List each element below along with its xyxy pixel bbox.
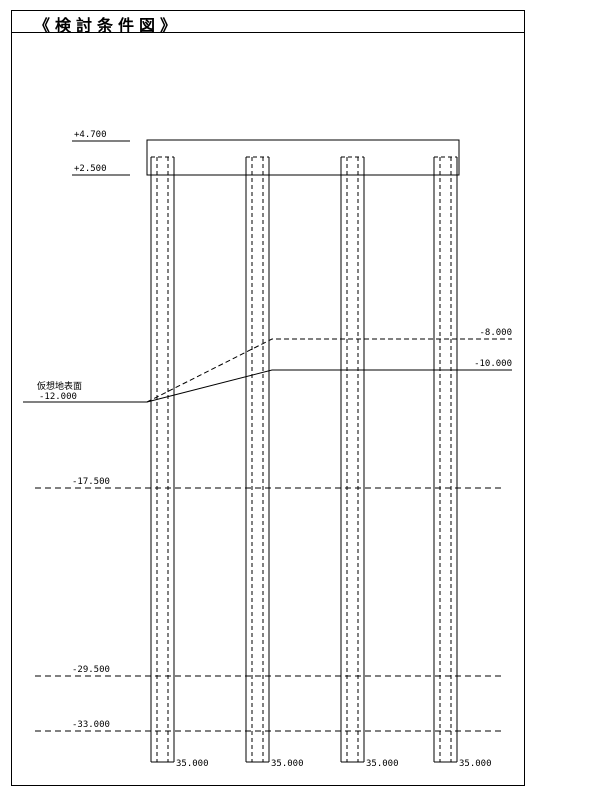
label-pile-tip-4: 35.000	[459, 759, 492, 769]
title-bar: 《検討条件図》	[12, 11, 524, 35]
pile-2	[245, 156, 270, 763]
label-top-level: +4.700	[74, 130, 107, 140]
pile-1	[150, 156, 175, 763]
label-pile-tip-3: 35.000	[366, 759, 399, 769]
label-layer-2: -29.500	[72, 665, 110, 675]
ground-line-dashed-upper	[146, 338, 512, 403]
label-layer-1: -17.500	[72, 477, 110, 487]
drawing-sheet: 《検討条件図》	[11, 10, 525, 786]
label-virtual-ground-level: -12.000	[39, 392, 77, 402]
label-pile-tip-2: 35.000	[271, 759, 304, 769]
label-upper-solid-level: -10.000	[474, 359, 512, 369]
ground-line-solid-upper	[146, 369, 512, 403]
label-upper-dashed-level: -8.000	[479, 328, 512, 338]
label-virtual-ground-name: 仮想地表面	[37, 380, 82, 392]
pile-3	[340, 156, 365, 763]
label-layer-3: -33.000	[72, 720, 110, 730]
pile-cap	[146, 139, 460, 176]
drawing-title: 《検討条件図》	[34, 16, 182, 35]
label-pile-tip-1: 35.000	[176, 759, 209, 769]
label-cap-bottom-level: +2.500	[74, 164, 107, 174]
pile-4	[433, 156, 458, 763]
